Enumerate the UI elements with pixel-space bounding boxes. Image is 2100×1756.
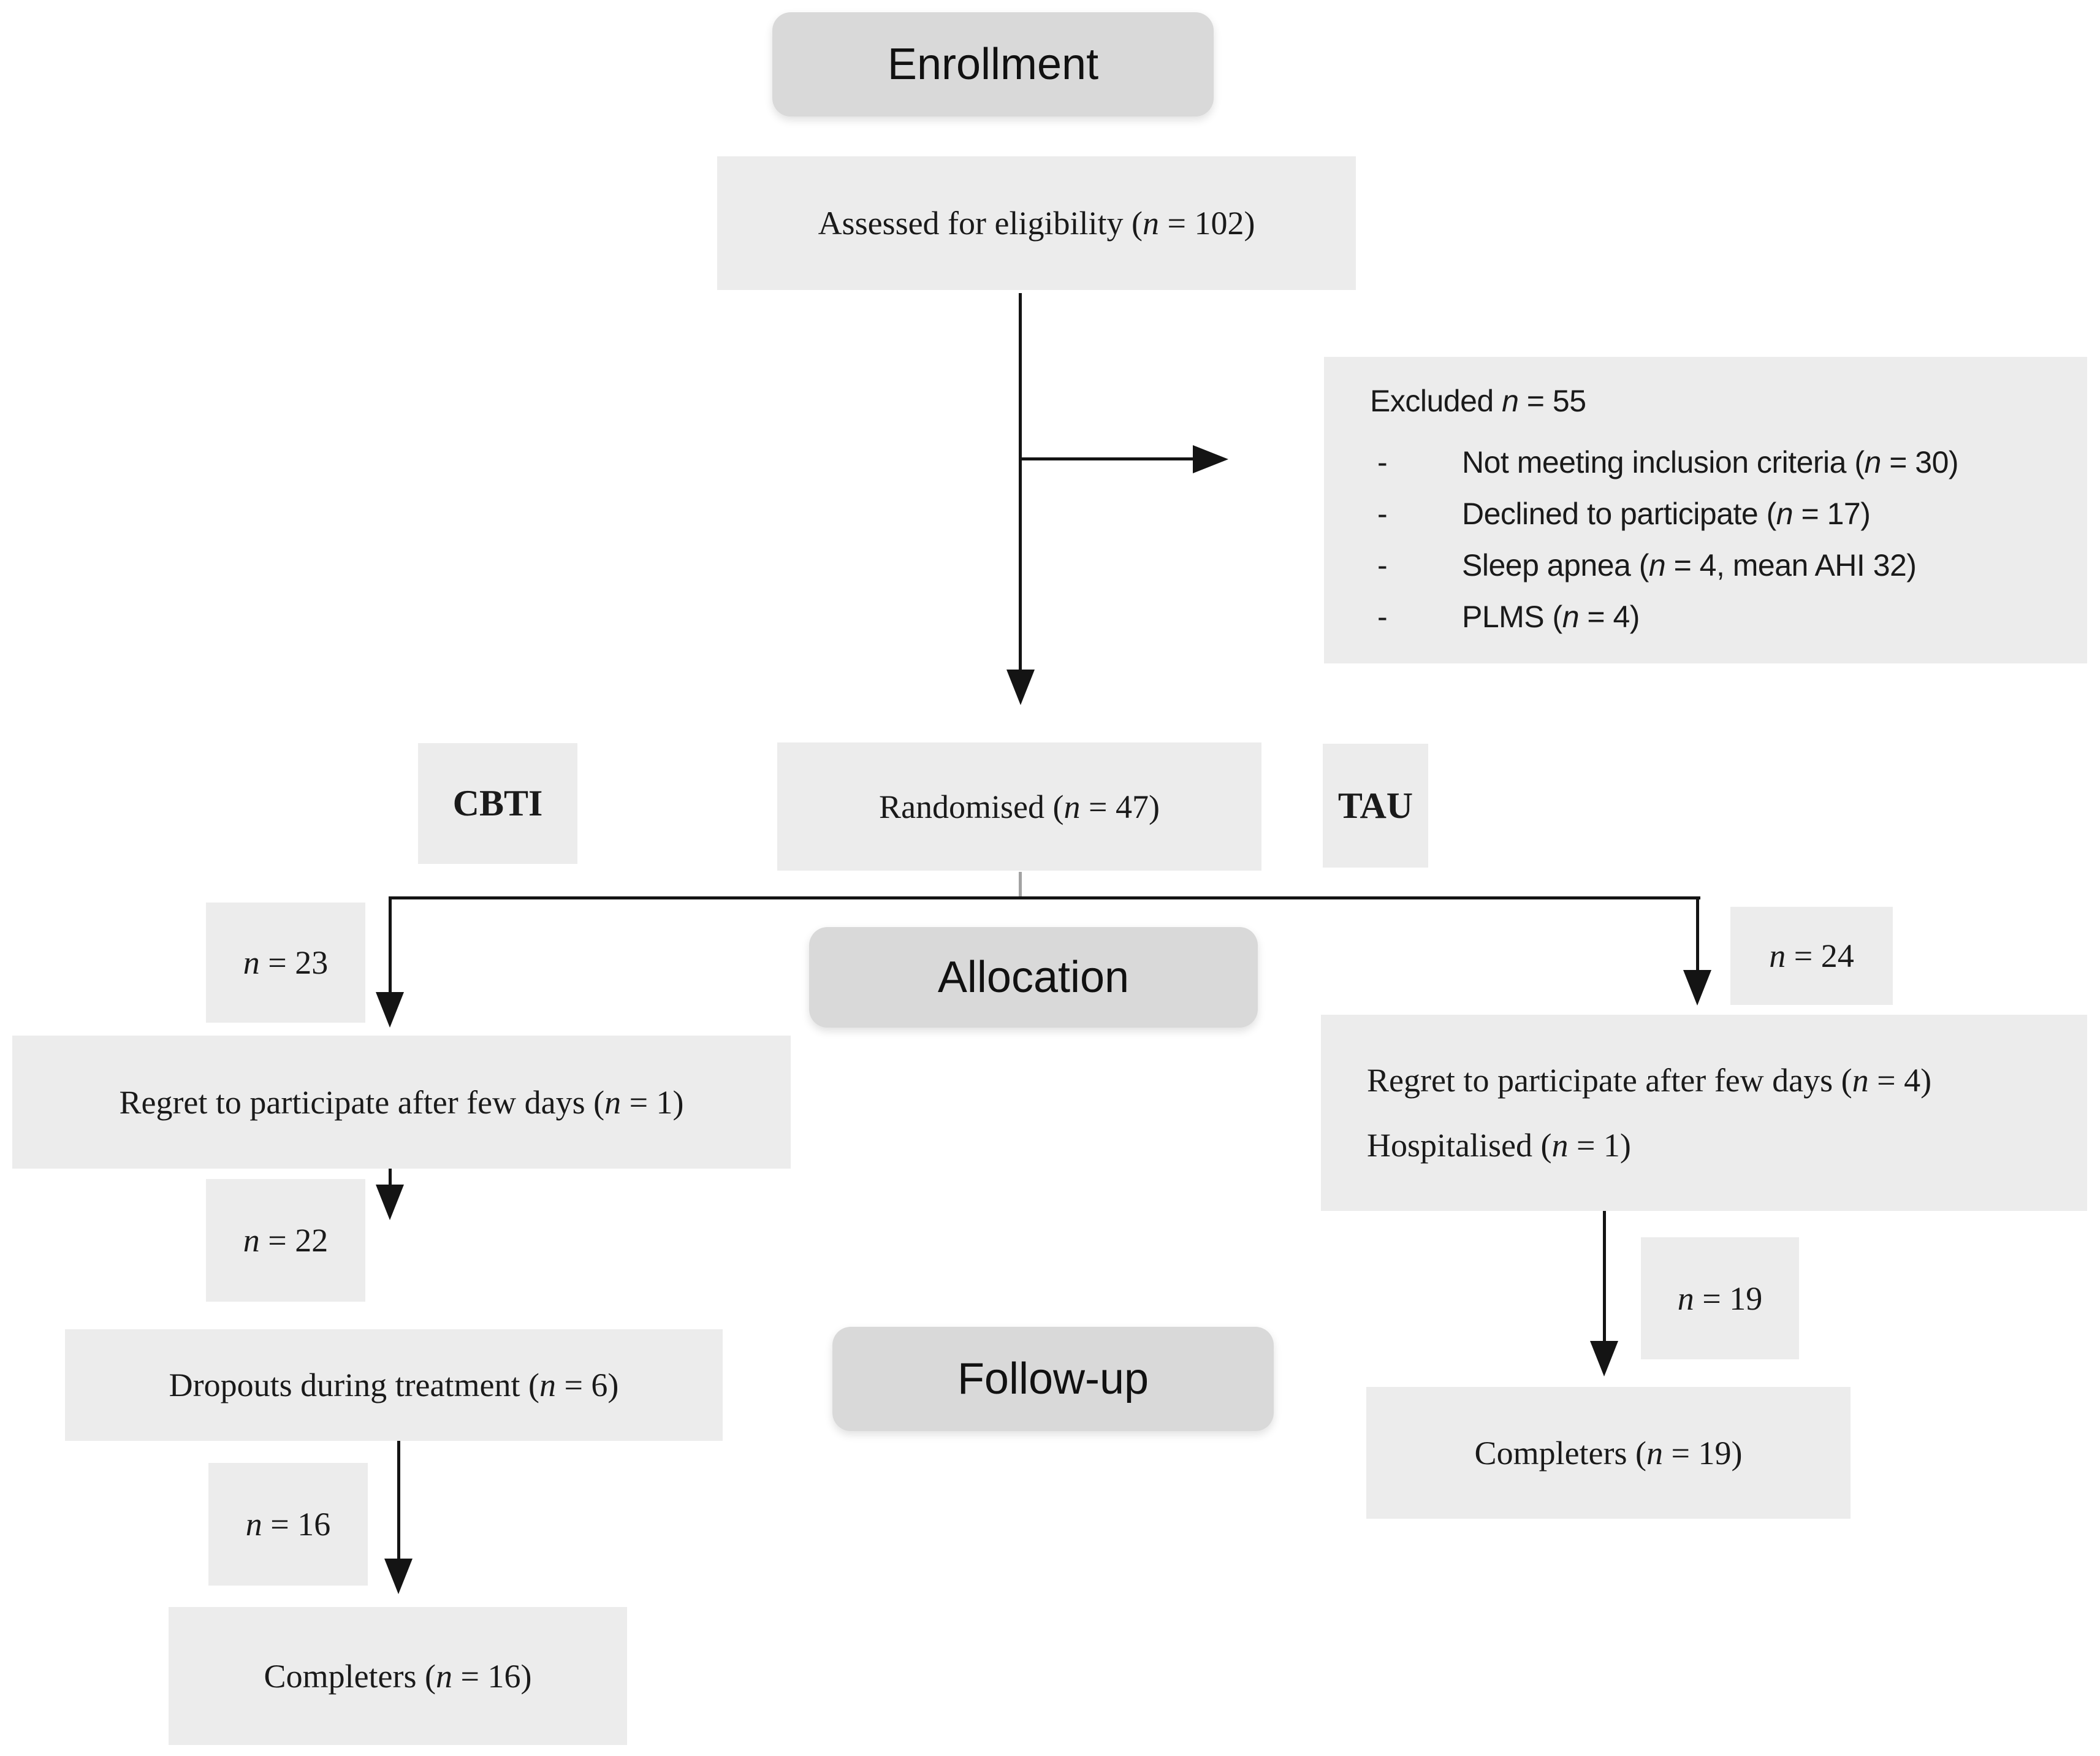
arrow-down-icon — [384, 1559, 413, 1594]
cbti-completers-box: Completers (n = 16) — [169, 1607, 627, 1745]
excluded-item-text: Sleep apnea (n = 4, mean AHI 32) — [1462, 548, 1917, 582]
allocation-stage-header: Allocation — [809, 927, 1258, 1028]
cbti-allocated-count-box: n = 23 — [206, 903, 365, 1023]
tau-completers-text: Completers (n = 19) — [1474, 1434, 1743, 1472]
tau-completers-box: Completers (n = 19) — [1366, 1387, 1851, 1519]
tau-regret-line1: Regret to participate after few days (n … — [1367, 1062, 1932, 1099]
randomised-connector-stub — [1019, 872, 1022, 896]
randomised-box: Randomised (n = 47) — [777, 742, 1261, 871]
excluded-item: - Not meeting inclusion criteria (n = 30… — [1370, 437, 2069, 488]
cbti-regret-text: Regret to participate after few days (n … — [119, 1083, 684, 1121]
split-connector-line — [389, 896, 1700, 899]
excluded-title: Excluded n = 55 — [1370, 384, 1586, 418]
tau-regret-box: Regret to participate after few days (n … — [1321, 1015, 2087, 1211]
assessed-for-eligibility-box: Assessed for eligibility (n = 102) — [717, 156, 1356, 290]
tau-allocated-count: n = 24 — [1769, 937, 1854, 974]
tau-arm-label: TAU — [1337, 785, 1413, 826]
arrow-down-icon — [376, 992, 404, 1028]
cbti-allocated-count: n = 23 — [243, 944, 329, 981]
cbti-to-dropouts-line — [389, 1169, 392, 1185]
cbti-count-after-dropouts-box: n = 16 — [208, 1463, 368, 1586]
follow-up-stage-label: Follow-up — [957, 1354, 1149, 1403]
follow-up-stage-header: Follow-up — [832, 1327, 1274, 1431]
arrow-down-icon — [1683, 970, 1711, 1006]
bullet-dash: - — [1377, 600, 1388, 634]
dropouts-to-completers-line — [397, 1441, 400, 1559]
cbti-completers-text: Completers (n = 16) — [264, 1657, 532, 1695]
left-branch-drop-line — [389, 896, 392, 992]
enrollment-stage-label: Enrollment — [887, 40, 1099, 89]
assessed-for-eligibility-text: Assessed for eligibility (n = 102) — [818, 205, 1255, 242]
tau-regret-line2: Hospitalised (n = 1) — [1367, 1127, 1631, 1164]
arrow-down-icon — [1006, 670, 1035, 705]
excluded-item: - Sleep apnea (n = 4, mean AHI 32) — [1370, 540, 2069, 591]
cbti-count-after-regret: n = 22 — [243, 1222, 329, 1259]
tau-follow-up-count: n = 19 — [1677, 1280, 1763, 1317]
bullet-dash: - — [1377, 497, 1388, 531]
assessed-to-randomised-line — [1019, 293, 1022, 670]
cbti-arm-box: CBTI — [418, 743, 577, 864]
tau-arm-box: TAU — [1323, 744, 1428, 868]
cbti-count-after-dropouts: n = 16 — [245, 1506, 331, 1543]
cbti-count-after-regret-box: n = 22 — [206, 1179, 365, 1302]
arrow-right-icon — [1193, 445, 1228, 473]
randomised-text: Randomised (n = 47) — [879, 788, 1160, 825]
tau-follow-up-count-box: n = 19 — [1641, 1237, 1799, 1359]
excluded-item-text: Declined to participate (n = 17) — [1462, 497, 1871, 531]
arrow-down-icon — [376, 1185, 404, 1220]
enrollment-stage-header: Enrollment — [772, 12, 1214, 116]
excluded-item: - PLMS (n = 4) — [1370, 591, 2069, 643]
tau-to-completers-line — [1603, 1211, 1606, 1341]
dropouts-text: Dropouts during treatment (n = 6) — [169, 1367, 619, 1403]
excluded-branch-line — [1020, 457, 1193, 460]
allocation-stage-label: Allocation — [937, 953, 1130, 1002]
bullet-dash: - — [1377, 445, 1388, 479]
excluded-box: Excluded n = 55 - Not meeting inclusion … — [1324, 357, 2087, 663]
tau-allocated-count-box: n = 24 — [1730, 907, 1893, 1005]
bullet-dash: - — [1377, 548, 1388, 582]
excluded-item: - Declined to participate (n = 17) — [1370, 488, 2069, 540]
excluded-item-text: Not meeting inclusion criteria (n = 30) — [1462, 445, 1959, 479]
dropouts-box: Dropouts during treatment (n = 6) — [65, 1329, 723, 1441]
excluded-item-text: PLMS (n = 4) — [1462, 600, 1640, 634]
right-branch-drop-line — [1696, 896, 1699, 970]
arrow-down-icon — [1590, 1341, 1618, 1376]
cbti-regret-box: Regret to participate after few days (n … — [12, 1036, 791, 1169]
cbti-arm-label: CBTI — [452, 783, 543, 823]
